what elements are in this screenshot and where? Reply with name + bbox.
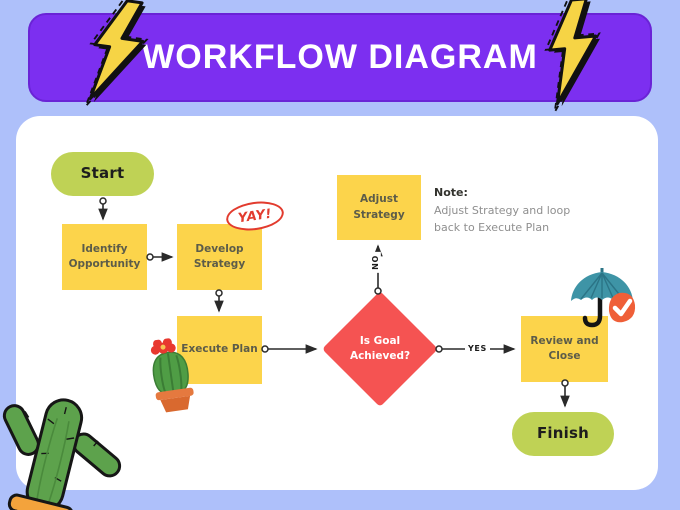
- edge-label-yes: YES: [465, 343, 490, 354]
- node-adjust-label: Adjust Strategy: [353, 193, 405, 221]
- node-finish: Finish: [512, 412, 614, 456]
- node-adjust-strategy: Adjust Strategy: [337, 175, 421, 240]
- page-title: WORKFLOW DIAGRAM: [142, 38, 538, 76]
- node-start-label: Start: [80, 164, 125, 183]
- node-finish-label: Finish: [536, 424, 589, 443]
- node-identify-opportunity: Identify Opportunity: [62, 224, 147, 290]
- lightning-bolt-icon-left: [84, 0, 149, 107]
- yay-sticker-text: YAY!: [237, 206, 273, 226]
- node-identify-label: Identify Opportunity: [68, 242, 141, 270]
- node-develop-label: Develop Strategy: [193, 242, 246, 270]
- large-cactus-icon: [2, 398, 122, 510]
- node-review-label: Review and Close: [530, 334, 599, 362]
- node-decision-label: Is Goal Achieved?: [349, 335, 411, 363]
- node-execute-plan: Execute Plan: [177, 316, 262, 384]
- node-start: Start: [51, 152, 154, 196]
- small-cactus-icon: [150, 337, 194, 413]
- note-title: Note:: [434, 186, 468, 199]
- edge-label-no: NO: [369, 252, 381, 273]
- note-body: Adjust Strategy and loop back to Execute…: [434, 204, 571, 234]
- note-block: Note: Adjust Strategy and loop back to E…: [434, 186, 576, 236]
- lightning-bolt-icon-right: [544, 0, 601, 113]
- node-develop-strategy: Develop Strategy: [177, 224, 262, 290]
- shield-check-icon: [608, 292, 636, 323]
- node-execute-label: Execute Plan: [181, 343, 258, 356]
- umbrella-icon: [571, 268, 636, 328]
